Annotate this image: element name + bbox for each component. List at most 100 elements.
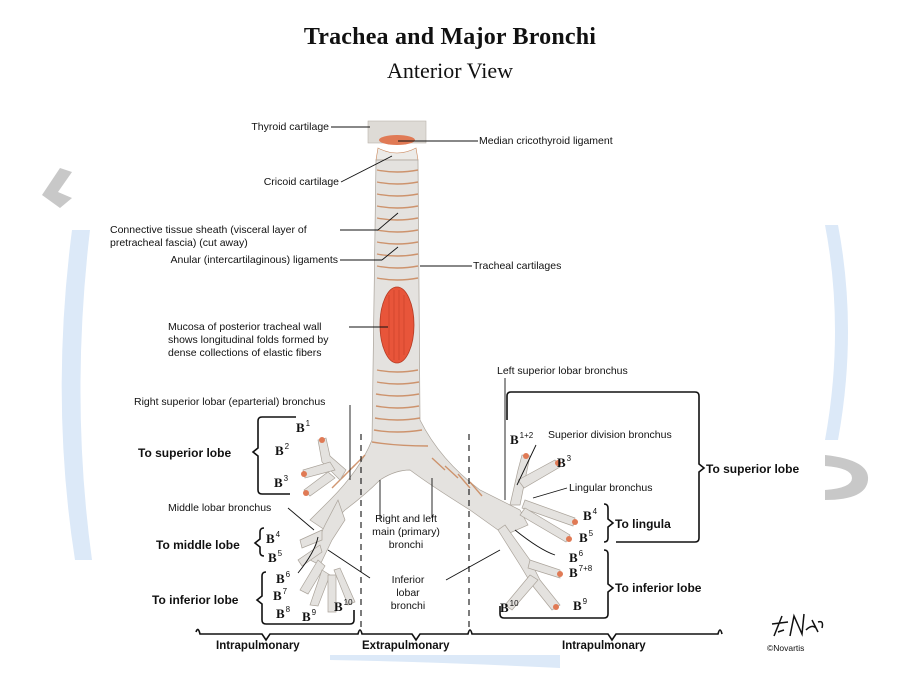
segment-number: 1+2 xyxy=(519,431,534,440)
label-mucosa-line1: Mucosa of posterior tracheal wall xyxy=(168,321,322,333)
segment-left-b3: B3 xyxy=(557,454,571,471)
segment-letter: B xyxy=(266,531,275,546)
diagram-title: Trachea and Major Bronchi xyxy=(303,24,597,50)
segment-number: 10 xyxy=(343,598,353,607)
label-inferior-lobar-line2: lobar xyxy=(396,587,420,599)
segment-left-b7-8: B7+8 xyxy=(569,564,592,581)
segment-right-b1: B1 xyxy=(296,419,310,436)
segment-letter: B xyxy=(573,598,582,613)
group-right-middle-lobe: To middle lobe xyxy=(156,538,240,552)
group-left-inferior-lobe: To inferior lobe xyxy=(615,581,702,595)
segment-number: 9 xyxy=(582,597,588,606)
label-mucosa-line3: dense collections of elastic fibers xyxy=(168,347,322,359)
segment-letter: B xyxy=(557,455,566,470)
segment-number: 3 xyxy=(566,454,572,463)
cricothyroid-ligament-shape xyxy=(379,135,415,145)
segment-number: 7 xyxy=(282,587,288,596)
segment-letter: B xyxy=(276,606,285,621)
segment-right-b8: B8 xyxy=(276,605,290,622)
segment-letter: B xyxy=(500,600,509,615)
label-inferior-lobar-line1: Inferior xyxy=(391,574,425,586)
watermark-right-arc xyxy=(825,225,848,440)
group-right-inferior-lobe: To inferior lobe xyxy=(152,593,239,607)
segment-left-b5: B5 xyxy=(579,529,593,546)
segment-number: 7+8 xyxy=(578,564,593,573)
segment-letter: B xyxy=(583,508,592,523)
segment-right-b6: B6 xyxy=(276,570,290,587)
label-middle-lobar-bronchus: Middle lobar bronchus xyxy=(168,502,272,514)
label-mucosa-line2: shows longitudinal folds formed by xyxy=(168,334,329,346)
segment-letter: B xyxy=(276,571,285,586)
copyright-label: ©Novartis xyxy=(767,643,805,653)
segment-left-b6: B6 xyxy=(569,549,583,566)
segment-number: 6 xyxy=(578,549,584,558)
watermark xyxy=(42,168,869,668)
label-connective-tissue-line2: pretracheal fascia) (cut away) xyxy=(110,237,248,249)
segment-right-b10: B10 xyxy=(334,598,353,615)
segment-number: 3 xyxy=(283,474,289,483)
segment-number: 1 xyxy=(305,419,311,428)
diagram-subtitle: Anterior View xyxy=(387,58,513,83)
segment-number: 4 xyxy=(275,530,281,539)
segment-right-b3: B3 xyxy=(274,474,288,491)
group-left-lingula: To lingula xyxy=(615,517,671,531)
leader-lines xyxy=(287,126,568,581)
label-median-cricothyroid-ligament: Median cricothyroid ligament xyxy=(479,135,613,147)
segment-right-b4: B4 xyxy=(266,530,280,547)
segment-letter: B xyxy=(569,565,578,580)
watermark-left-arc xyxy=(61,230,92,560)
label-main-bronchi-line1: Right and left xyxy=(375,513,437,525)
segment-number: 6 xyxy=(285,570,291,579)
segment-left-b9: B9 xyxy=(573,597,587,614)
label-lingular-bronchus: Lingular bronchus xyxy=(569,482,653,494)
segment-left-b1-2: B1+2 xyxy=(510,431,533,448)
segment-number: 4 xyxy=(592,507,598,516)
segment-right-b2: B2 xyxy=(275,442,289,459)
segment-letter: B xyxy=(579,530,588,545)
right-bronchial-tree xyxy=(297,437,356,613)
segment-letter: B xyxy=(569,550,578,565)
segment-right-b9: B9 xyxy=(302,608,316,625)
mucosa-shape xyxy=(379,286,415,364)
label-tracheal-cartilages: Tracheal cartilages xyxy=(473,260,562,272)
watermark-bottom xyxy=(330,655,560,668)
group-right-superior-lobe: To superior lobe xyxy=(138,446,232,460)
region-left-intrapulmonary: Intrapulmonary xyxy=(216,640,300,652)
segment-letter: B xyxy=(268,550,277,565)
segment-left-b4: B4 xyxy=(583,507,597,524)
segment-number: 5 xyxy=(588,529,594,538)
region-right-intrapulmonary: Intrapulmonary xyxy=(562,640,646,652)
segment-letter: B xyxy=(302,609,311,624)
segment-left-b10: B10 xyxy=(500,599,519,616)
trachea xyxy=(309,120,529,536)
label-main-bronchi-line2: main (primary) xyxy=(372,526,440,538)
label-inferior-lobar-line3: bronchi xyxy=(390,600,426,612)
label-main-bronchi: Right and left main (primary) bronchi xyxy=(370,513,442,552)
label-right-superior-lobar-bronchus: Right superior lobar (eparterial) bronch… xyxy=(134,396,326,408)
label-superior-division-bronchus: Superior division bronchus xyxy=(548,429,672,441)
segment-number: 5 xyxy=(277,549,283,558)
segment-right-b5: B5 xyxy=(268,549,282,566)
label-main-bronchi-line3: bronchi xyxy=(388,539,424,551)
brace-lines xyxy=(195,391,723,642)
watermark-gray-left xyxy=(42,168,72,208)
label-connective-tissue-line1: Connective tissue sheath (visceral layer… xyxy=(110,224,307,236)
segment-letter: B xyxy=(273,588,282,603)
netter-signature-icon xyxy=(771,613,824,637)
label-thyroid-cartilage: Thyroid cartilage xyxy=(251,121,329,133)
segment-number: 9 xyxy=(311,608,317,617)
segment-letter: B xyxy=(274,475,283,490)
label-anular-ligaments: Anular (intercartilaginous) ligaments xyxy=(170,254,339,266)
segment-number: 10 xyxy=(509,599,519,608)
segment-right-b7: B7 xyxy=(273,587,287,604)
watermark-gray-right xyxy=(825,455,869,500)
label-cricoid-cartilage: Cricoid cartilage xyxy=(263,176,339,188)
segment-number: 2 xyxy=(284,442,290,451)
label-left-superior-lobar-bronchus: Left superior lobar bronchus xyxy=(497,365,628,377)
left-bronchial-tree xyxy=(497,453,578,611)
group-left-superior-lobe: To superior lobe xyxy=(706,462,800,476)
segment-letter: B xyxy=(296,420,305,435)
segment-letter: B xyxy=(334,599,343,614)
segment-number: 8 xyxy=(285,605,291,614)
